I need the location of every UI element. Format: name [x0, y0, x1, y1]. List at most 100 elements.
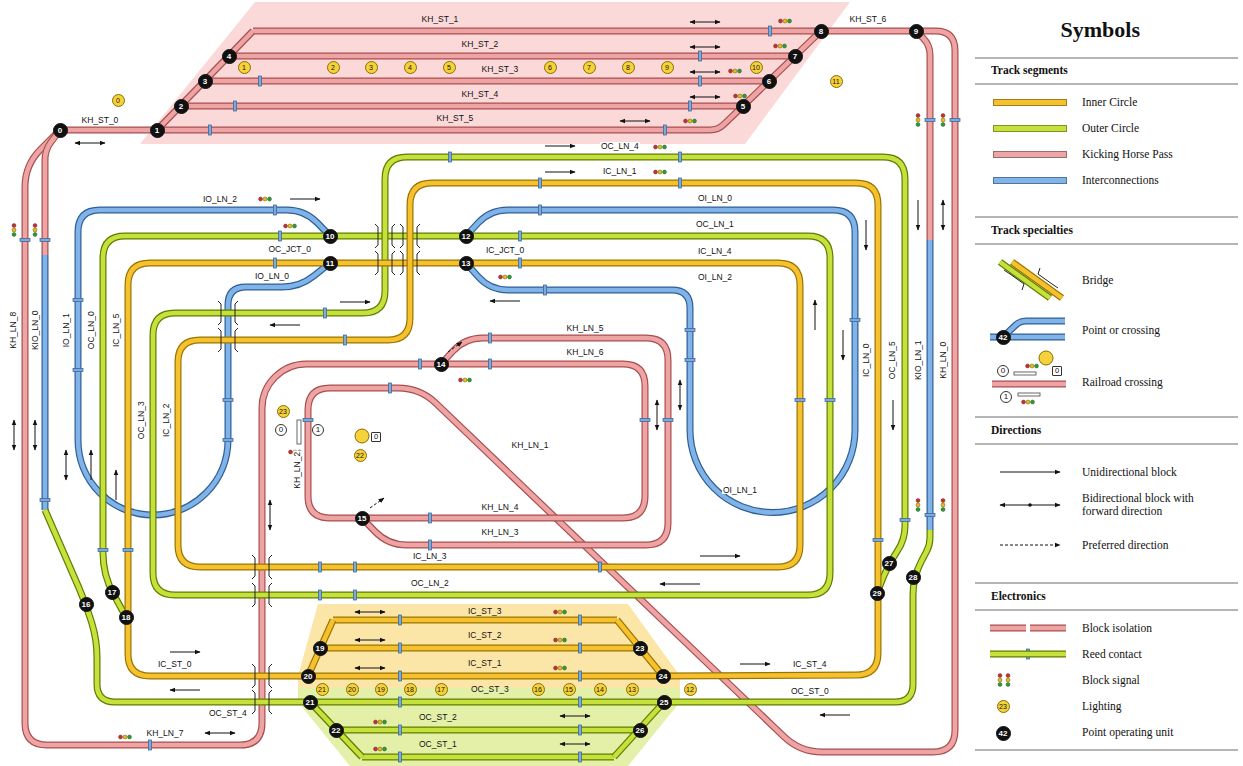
lighting-number: 22	[354, 449, 367, 462]
track-segment	[821, 29, 916, 34]
direction-arrow	[91, 450, 92, 480]
lighting-number: 18	[404, 683, 417, 696]
signal-light	[729, 69, 733, 73]
signal-light	[654, 145, 658, 149]
track-label: IC_ST_3	[467, 607, 503, 616]
node-number: 27	[885, 559, 894, 568]
lighting-number: 16	[532, 683, 545, 696]
direction-arrow	[170, 652, 200, 653]
legend-rule	[975, 417, 1238, 418]
signal-light	[998, 683, 1002, 687]
direction-arrow	[116, 470, 117, 500]
direction-arrow	[545, 172, 575, 173]
signal-light	[1035, 364, 1039, 368]
signal-light	[1030, 364, 1034, 368]
track-segment	[157, 31, 821, 130]
reed-contact	[20, 239, 30, 242]
node-number: 24	[659, 672, 668, 681]
lighting-number: 2	[327, 61, 340, 74]
signal-light	[1026, 364, 1030, 368]
track-outline	[990, 625, 1026, 632]
track-label: IC_ST_0	[157, 660, 193, 669]
legend-text: Railroad crossing	[1082, 376, 1163, 389]
point-operating-unit: 29	[870, 586, 885, 601]
track-segment	[310, 700, 664, 705]
sample-number: 42	[996, 330, 1011, 345]
reed-contact	[399, 725, 402, 735]
lighting-number: 15	[563, 683, 576, 696]
node-number: 25	[660, 698, 669, 707]
reed-contact	[389, 383, 392, 393]
direction-arrow	[355, 640, 385, 641]
direction-arrow	[290, 199, 320, 200]
reed-contact	[209, 125, 212, 135]
signal-light	[499, 275, 503, 279]
node-number: 9	[665, 64, 669, 71]
legend-text: Bridge	[1082, 274, 1113, 287]
signal-light	[468, 378, 472, 382]
track-segment	[128, 263, 330, 676]
node-number: 23	[279, 408, 287, 415]
signal-light	[263, 197, 267, 201]
reed-contact	[769, 26, 772, 36]
node-number: 16	[82, 600, 91, 609]
crossing-lamp	[355, 429, 369, 443]
reed-contact	[354, 562, 357, 572]
reed-contact	[344, 335, 347, 345]
lighting-number: 12	[684, 683, 697, 696]
lighting-number: 20	[346, 683, 359, 696]
legend-samples	[975, 58, 1238, 750]
reed-contact	[519, 231, 522, 241]
track-outline	[617, 620, 663, 676]
track-outline	[330, 260, 466, 267]
bridge-mark	[400, 251, 403, 275]
crossing-barrier	[1014, 372, 1036, 375]
bridge-mark	[269, 690, 272, 714]
track-sample	[1003, 321, 1065, 337]
node-number: 13	[462, 259, 471, 268]
signal-light	[916, 114, 920, 118]
bridge-mark	[417, 224, 420, 248]
signal-light	[654, 170, 658, 174]
crossing-barrier	[1018, 393, 1040, 396]
direction-arrow	[815, 300, 816, 330]
point-operating-unit: 14	[434, 357, 449, 372]
track-segment	[617, 620, 663, 676]
track-outline	[990, 651, 1066, 658]
direction-arrow	[205, 733, 235, 734]
track-outline	[253, 28, 821, 35]
bridge-mark	[375, 224, 378, 248]
signal-light	[663, 170, 667, 174]
signal-light	[378, 720, 382, 724]
node-number: 1	[316, 425, 320, 434]
node-number: 23	[636, 644, 645, 653]
track-label: KH_LN_8	[9, 310, 18, 349]
node-number: 14	[596, 686, 604, 693]
legend-text: Inner Circle	[1082, 96, 1137, 109]
track-label: KH_LN_7	[146, 729, 185, 738]
node-number: 4	[408, 64, 412, 71]
legend-text: Kicking Horse Pass	[1082, 148, 1173, 161]
track-outline	[320, 645, 640, 652]
track-label: IC_LN_0	[862, 342, 871, 378]
track-outline	[362, 338, 668, 545]
reed-contact	[795, 399, 805, 402]
track-sample	[990, 626, 1026, 631]
track-outline	[927, 240, 934, 530]
direction-arrow	[820, 715, 850, 716]
lighting-number: 11	[830, 75, 843, 88]
legend-text: Block signal	[1082, 674, 1140, 687]
legend-heading: Electronics	[990, 591, 1047, 603]
node-number: 19	[316, 644, 325, 653]
signal-light	[916, 118, 920, 122]
legend-text: Reed contact	[1082, 648, 1142, 661]
track-label: IC_LN_2	[162, 402, 171, 438]
sample-number: 0	[1052, 366, 1062, 376]
direction-arrow	[843, 330, 844, 360]
bridge-mark	[269, 555, 272, 579]
track-segment	[181, 104, 743, 109]
block-signals	[12, 19, 1039, 751]
reed-contact	[579, 697, 582, 707]
reed-contact	[519, 258, 522, 268]
legend-rule	[975, 84, 1238, 85]
